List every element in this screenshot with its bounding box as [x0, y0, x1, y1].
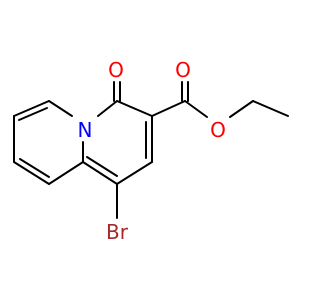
bond-cester-o	[184, 100, 208, 118]
bond-c4-c3	[116, 100, 153, 117]
atom-oxygen-ketone: O	[108, 58, 124, 82]
atom-bromine: Br	[106, 220, 129, 244]
bond-c1-c9a-inner	[86, 156, 118, 177]
bond-c5-c6	[13, 100, 50, 117]
bond-c1-c9a	[82, 161, 118, 185]
bond-o-ch2	[229, 100, 254, 118]
molecule-canvas: O O O N Br	[13, 58, 289, 244]
bond-c7-c8	[13, 161, 50, 185]
bond-c2-c1	[116, 161, 153, 185]
bond-c8-c9a	[48, 161, 84, 185]
atom-oxygen-ester: O	[210, 118, 226, 142]
bond-layer	[13, 81, 289, 219]
atom-nitrogen-ring: N	[78, 118, 93, 142]
bond-c3-cester	[151, 100, 186, 117]
bond-c5-c6-inner	[18, 107, 48, 121]
bond-c4-n	[97, 100, 118, 117]
bond-c7-c8-inner	[19, 158, 50, 178]
structure-drawing: O O O N Br	[13, 58, 289, 244]
atom-oxygen-carbonyl: O	[175, 58, 191, 82]
bond-n-c5	[48, 100, 73, 117]
bond-ch2-ch3	[252, 100, 289, 117]
atom-label-layer: O O O N Br	[78, 58, 226, 244]
